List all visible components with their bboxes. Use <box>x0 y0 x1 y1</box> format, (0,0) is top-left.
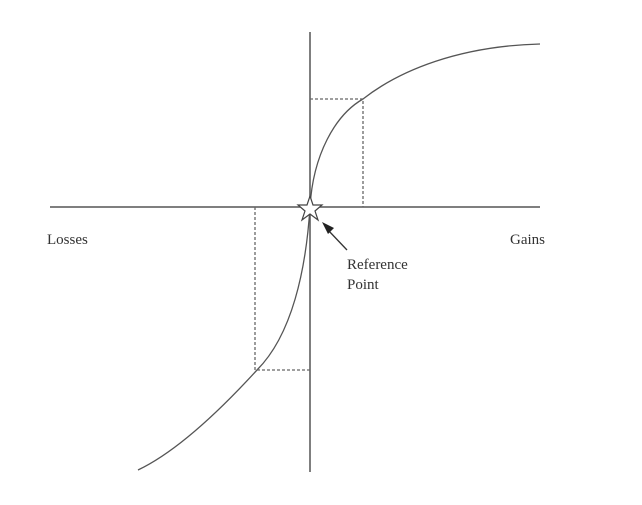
reference-label-line1: Reference <box>347 257 408 273</box>
loss-dashed-guide <box>254 207 310 371</box>
value-curve-losses <box>137 206 311 471</box>
reference-label-line2: Point <box>347 277 379 293</box>
losses-label: Losses <box>47 232 88 248</box>
reference-arrow-shaft <box>327 229 348 251</box>
reference-arrow-head-icon <box>322 222 334 234</box>
reference-star-icon <box>296 194 324 222</box>
gains-label: Gains <box>510 232 545 248</box>
value-curve-gains <box>309 43 541 208</box>
gain-dashed-guide <box>310 98 364 207</box>
